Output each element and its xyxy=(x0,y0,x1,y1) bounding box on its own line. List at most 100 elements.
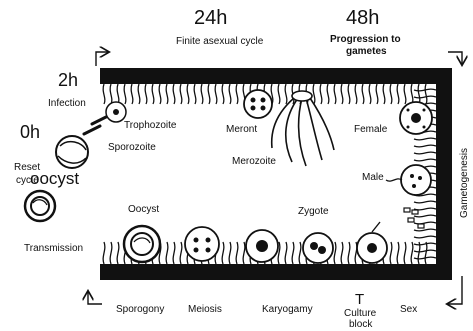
villus-stroke xyxy=(414,152,436,154)
villus-stroke xyxy=(414,89,436,91)
villus-stroke xyxy=(414,159,436,161)
meiosis-label: Meiosis xyxy=(188,304,222,315)
cycle-arrow-icon xyxy=(88,292,102,304)
villus-stroke xyxy=(414,201,436,203)
sporozoite xyxy=(56,116,108,168)
sporogony-label: Sporogony xyxy=(116,304,164,315)
villus-stroke xyxy=(414,96,436,98)
villus-stroke xyxy=(243,242,245,264)
villus-stroke xyxy=(313,84,315,104)
meiosis-cell xyxy=(185,227,219,261)
villus-stroke xyxy=(383,84,385,104)
villus-stroke xyxy=(103,242,105,264)
villus-stroke xyxy=(418,84,420,104)
meront-label: Meront xyxy=(226,124,257,135)
villus-stroke xyxy=(404,84,406,104)
reset-cycle-label-1: Reset xyxy=(14,162,40,173)
villus-stroke xyxy=(292,242,294,264)
transmission-label: Transmission xyxy=(24,243,83,254)
villus-stroke xyxy=(425,84,427,104)
villus-stroke xyxy=(110,84,112,104)
cycle-arrow-icon xyxy=(448,52,462,64)
villus-stroke xyxy=(187,84,189,104)
villus-stroke xyxy=(215,84,217,104)
villus-stroke xyxy=(131,84,133,104)
villus-stroke xyxy=(117,84,119,104)
villus-stroke xyxy=(414,243,436,245)
villus-stroke xyxy=(397,84,399,104)
transmission-oocyst xyxy=(25,191,55,221)
villus-stroke xyxy=(425,242,427,264)
villus-stroke xyxy=(229,242,231,264)
villus-stroke xyxy=(222,84,224,104)
villus-stroke xyxy=(320,84,322,104)
male-label: Male xyxy=(362,172,384,183)
villus-stroke xyxy=(348,242,350,264)
villus-stroke xyxy=(201,84,203,104)
time-label-0h: 0h xyxy=(20,122,40,142)
time-label-24h: 24h xyxy=(194,7,227,29)
villus-stroke xyxy=(138,84,140,104)
gametogenesis-label: Gametogenesis xyxy=(459,148,470,218)
villus-stroke xyxy=(152,84,154,104)
villus-stroke xyxy=(285,84,287,104)
villus-stroke xyxy=(117,242,119,264)
villus-stroke xyxy=(414,138,436,140)
oocyst-bottom xyxy=(124,226,160,262)
meront-cell xyxy=(244,90,272,118)
reset-cycle-label-2: cycle xyxy=(16,175,39,186)
merozoite-label: Merozoite xyxy=(232,156,276,167)
villus-stroke xyxy=(299,242,301,264)
male-gamete xyxy=(386,165,431,195)
female-gamete xyxy=(400,102,432,134)
progression-label-1: Progression to xyxy=(330,34,401,45)
villus-stroke xyxy=(414,145,436,147)
female-label: Female xyxy=(354,124,388,135)
villus-stroke xyxy=(327,84,329,104)
sporozoite-label: Sporozoite xyxy=(108,142,156,153)
finite-asexual-cycle-label: Finite asexual cycle xyxy=(176,36,264,47)
villus-stroke xyxy=(208,84,210,104)
culture-block-label-2: block xyxy=(349,319,373,330)
cycle-arrow-icon xyxy=(96,52,108,66)
villus-stroke xyxy=(159,84,161,104)
oocyst-label: Oocyst xyxy=(128,204,159,215)
infection-label: Infection xyxy=(48,98,86,109)
trophozoite-cell xyxy=(106,102,126,122)
villus-stroke xyxy=(414,257,436,259)
villus-stroke xyxy=(414,250,436,252)
villus-stroke xyxy=(222,242,224,264)
villus-stroke xyxy=(390,242,392,264)
villus-stroke xyxy=(355,84,357,104)
villus-stroke xyxy=(166,84,168,104)
culture-block-icon: T xyxy=(355,291,364,308)
villus-stroke xyxy=(173,242,175,264)
villus-stroke xyxy=(414,222,436,224)
sex-cell xyxy=(357,222,387,263)
villus-stroke xyxy=(369,84,371,104)
villus-stroke xyxy=(414,229,436,231)
villus-stroke xyxy=(341,242,343,264)
villus-stroke xyxy=(362,84,364,104)
merozoite-cluster xyxy=(272,91,334,166)
villus-stroke xyxy=(236,84,238,104)
villus-stroke xyxy=(278,84,280,104)
time-label-48h: 48h xyxy=(346,7,379,29)
villus-stroke xyxy=(180,242,182,264)
villus-stroke xyxy=(414,236,436,238)
villus-stroke xyxy=(285,242,287,264)
villus-stroke xyxy=(173,84,175,104)
villus-stroke xyxy=(334,84,336,104)
villus-stroke xyxy=(414,215,436,217)
villus-stroke xyxy=(103,84,105,104)
karyogamy-label: Karyogamy xyxy=(262,304,313,315)
villus-stroke xyxy=(194,84,196,104)
sex-label: Sex xyxy=(400,304,417,315)
villus-stroke xyxy=(390,84,392,104)
villus-stroke xyxy=(404,242,406,264)
villus-stroke xyxy=(229,84,231,104)
villus-stroke xyxy=(166,242,168,264)
microgametes xyxy=(404,208,424,228)
trophozoite-label: Trophozoite xyxy=(124,120,177,131)
villus-stroke xyxy=(397,242,399,264)
